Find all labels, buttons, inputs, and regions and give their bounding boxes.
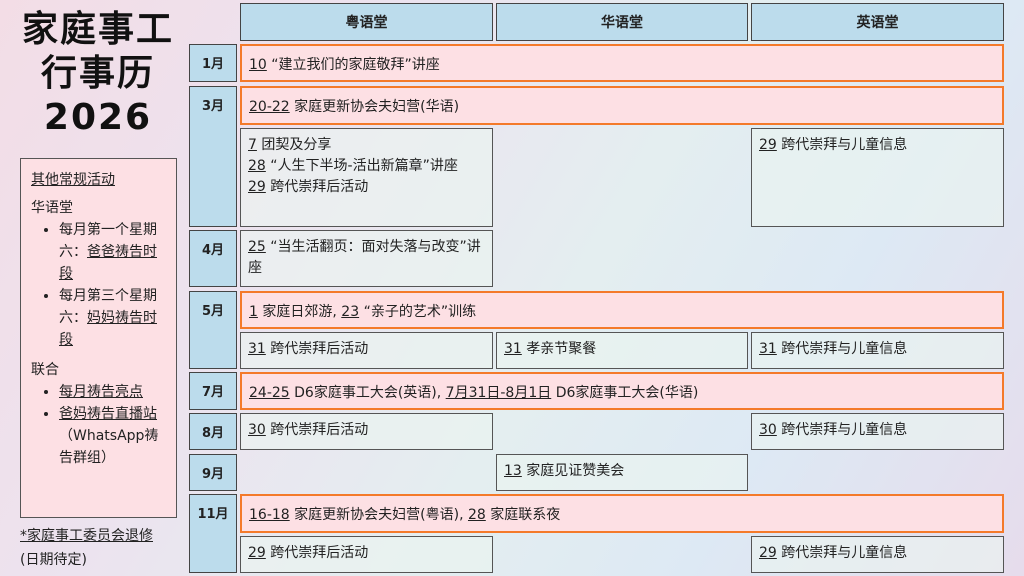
retreat-link[interactable]: *家庭事工委员会退修 xyxy=(20,528,153,544)
event-may-mandarin: 31 孝亲节聚餐 xyxy=(496,332,748,369)
header-mandarin: 华语堂 xyxy=(496,3,748,41)
event-nov-english: 29 跨代崇拜与儿童信息 xyxy=(751,536,1004,573)
month-sep: 9月 xyxy=(189,454,237,491)
month-mar: 3月 xyxy=(189,86,237,227)
month-apr: 4月 xyxy=(189,230,237,287)
header-cantonese: 粤语堂 xyxy=(240,3,493,41)
list-item: 每月祷告亮点 xyxy=(59,381,166,403)
month-jul: 7月 xyxy=(189,372,237,410)
month-aug: 8月 xyxy=(189,413,237,450)
regular-activities-box: 其他常规活动 华语堂 每月第一个星期六：爸爸祷告时段 每月第三个星期六：妈妈祷告… xyxy=(20,158,177,518)
event-jan: 10 “建立我们的家庭敬拜”讲座 xyxy=(240,44,1004,82)
month-jan: 1月 xyxy=(189,44,237,82)
event-mar-english: 29 跨代崇拜与儿童信息 xyxy=(751,128,1004,227)
prayer-highlights-link[interactable]: 每月祷告亮点 xyxy=(59,384,143,400)
group-label: 华语堂 xyxy=(31,200,73,216)
event-may-cantonese: 31 跨代崇拜后活动 xyxy=(240,332,493,369)
event-nov-all: 16-18 家庭更新协会夫妇营(粤语), 28 家庭联系夜 xyxy=(240,494,1004,533)
dad-prayer-link[interactable]: 爸爸祷告时段 xyxy=(59,244,157,282)
list-item: 每月第三个星期六：妈妈祷告时段 xyxy=(59,285,166,351)
footnote: *家庭事工委员会退修(日期待定) xyxy=(20,528,153,568)
list-item: 每月第一个星期六：爸爸祷告时段 xyxy=(59,219,166,285)
header-english: 英语堂 xyxy=(751,3,1004,41)
event-may-english: 31 跨代崇拜与儿童信息 xyxy=(751,332,1004,369)
event-may-all: 1 家庭日郊游, 23 “亲子的艺术”训练 xyxy=(240,291,1004,329)
event-apr-cantonese: 25 “当生活翻页：面对失落与改变”讲座 xyxy=(240,230,493,287)
event-sep-mandarin: 13 家庭见证赞美会 xyxy=(496,454,748,491)
event-jul-all: 24-25 D6家庭事工大会(英语), 7月31日-8月1日 D6家庭事工大会(… xyxy=(240,372,1004,410)
event-mar-cantonese: 7 团契及分享 28 “人生下半场-活出新篇章”讲座 29 跨代崇拜后活动 xyxy=(240,128,493,227)
event-mar-all: 20-22 家庭更新协会夫妇营(华语) xyxy=(240,86,1004,125)
month-nov: 11月 xyxy=(189,494,237,573)
event-nov-cantonese: 29 跨代崇拜后活动 xyxy=(240,536,493,573)
mom-prayer-link[interactable]: 妈妈祷告时段 xyxy=(59,310,157,348)
prayer-station-link[interactable]: 爸妈祷告直播站 xyxy=(59,406,157,422)
group-label: 联合 xyxy=(31,362,59,378)
month-may: 5月 xyxy=(189,291,237,369)
regular-activities-heading: 其他常规活动 xyxy=(31,172,115,188)
event-aug-cantonese: 30 跨代崇拜后活动 xyxy=(240,413,493,450)
list-item: 爸妈祷告直播站（WhatsApp祷告群组） xyxy=(59,403,166,469)
event-aug-english: 30 跨代崇拜与儿童信息 xyxy=(751,413,1004,450)
